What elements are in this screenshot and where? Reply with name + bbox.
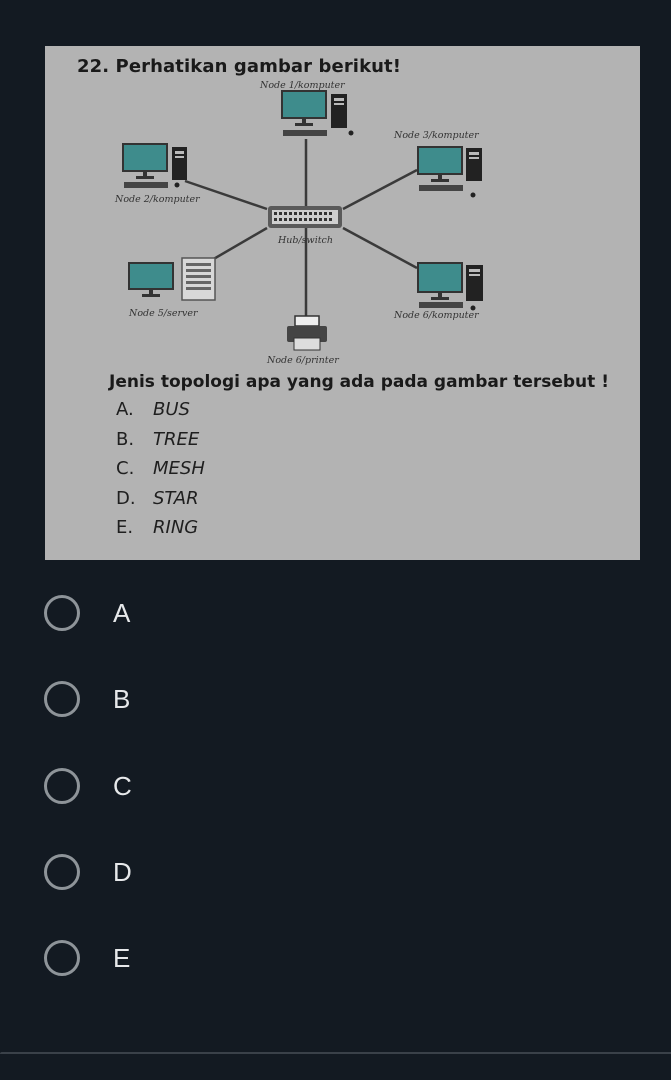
option-letter: C. [116,458,135,479]
option-text: MESH [153,458,205,479]
option-letter: B. [116,429,135,450]
star-topology-diagram: Hub/switch Node 1/komputer Node 2/komput… [114,80,483,366]
node6-computer-label: Node 6/komputer [393,310,480,321]
option-b: B. TREE [116,429,199,450]
answer-choice-e[interactable]: E [44,936,604,980]
node5-label: Node 5/server [128,308,199,319]
option-e: E. RING [116,517,198,538]
answer-choice-c[interactable]: C [44,764,604,808]
option-text: BUS [153,399,190,420]
option-text: RING [153,517,199,538]
option-text: STAR [153,488,199,509]
radio-button[interactable] [44,681,80,717]
hub-label: Hub/switch [277,235,333,246]
hub-switch-icon [268,206,342,228]
answer-label: D [113,856,132,887]
answer-choice-a[interactable]: A [44,591,604,635]
answer-label: C [113,770,132,801]
node2-label: Node 2/komputer [114,194,201,205]
node3-computer-icon [417,146,482,198]
radio-button[interactable] [44,595,80,631]
radio-button[interactable] [44,768,80,804]
bottom-divider [0,1052,671,1054]
option-letter: A. [116,399,134,420]
node6-printer-label: Node 6/printer [266,355,340,366]
option-letter: E. [116,517,134,538]
radio-button[interactable] [44,854,80,890]
question-image: 22. Perhatikan gambar berikut! Hub/switc… [45,46,640,560]
answer-label: B [113,683,131,714]
node6-computer-icon [417,262,483,311]
option-text: TREE [153,429,200,450]
answer-label: A [113,597,131,628]
option-letter: D. [116,488,136,509]
node5-server-icon [128,257,216,301]
radio-button[interactable] [44,940,80,976]
question-title: 22. Perhatikan gambar berikut! [77,56,402,77]
node2-computer-icon [122,143,187,188]
node1-label: Node 1/komputer [259,80,346,91]
option-c: C. MESH [116,458,205,479]
option-d: D. STAR [116,488,199,509]
node3-label: Node 3/komputer [393,130,480,141]
node1-computer-icon [281,90,354,136]
answer-label: E [113,942,131,973]
answer-choice-d[interactable]: D [44,850,604,894]
option-a: A. BUS [116,399,190,420]
question-prompt: Jenis topologi apa yang ada pada gambar … [109,372,609,392]
printer-icon [287,315,327,351]
answer-choice-b[interactable]: B [44,677,604,721]
